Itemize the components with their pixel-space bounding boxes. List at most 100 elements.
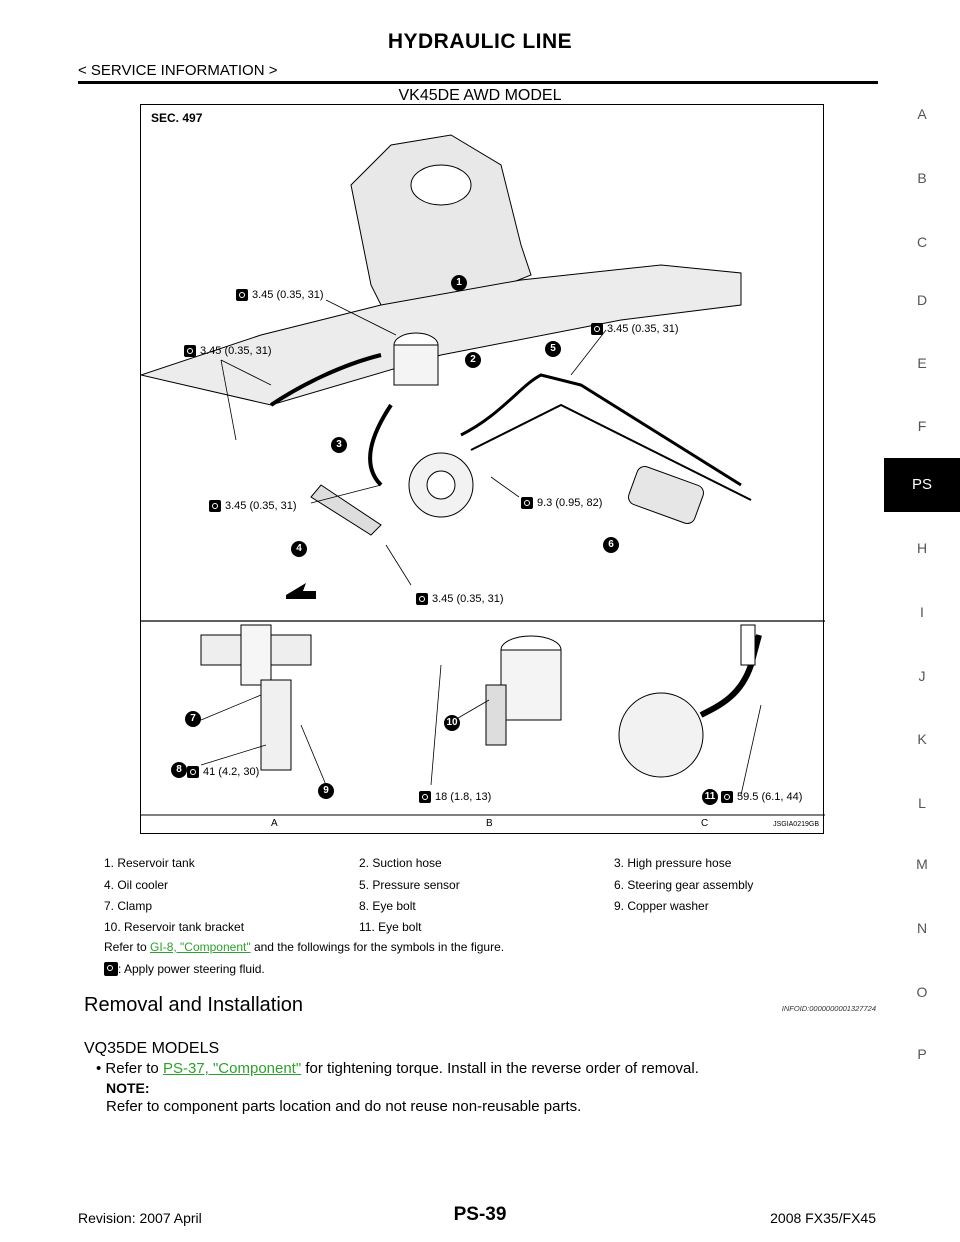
crossmember-shape — [141, 264, 742, 406]
callout-11: 11 — [702, 789, 718, 805]
side-tab-b[interactable]: B — [917, 170, 927, 186]
detail-a-clamp-shape — [240, 624, 272, 686]
legend-item: 11. Eye bolt — [359, 920, 422, 934]
reservoir-body-shape — [393, 344, 439, 386]
torque-wrench-icon — [591, 323, 603, 335]
side-tab-c[interactable]: C — [916, 234, 928, 250]
page-title: HYDRAULIC LINE — [387, 30, 573, 53]
revision-label: Revision: 2007 April — [78, 1210, 202, 1226]
legend-item: 7. Clamp — [104, 899, 153, 913]
filler-neck-shape — [410, 164, 472, 206]
torque-spec: 59.5 (6.1, 44) — [721, 791, 802, 803]
figure-code: JSGIA0219GB — [773, 821, 819, 828]
side-tab-m[interactable]: M — [916, 856, 928, 872]
legend-apply-line: : Apply power steering fluid. — [104, 962, 265, 976]
detail-label-b: B — [486, 818, 493, 829]
subsection-heading: VQ35DE MODELS — [84, 1040, 220, 1057]
detail-b-bracket-shape — [485, 684, 507, 746]
bullet-item: • Refer to PS-37, "Component" for tighte… — [96, 1060, 699, 1077]
exploded-view-figure: SEC. 497 3.45 (0.35, 31) 3.45 (0.35, 31)… — [140, 104, 825, 834]
detail-a-bolt-shape — [260, 679, 292, 771]
note-label: NOTE: — [106, 1080, 150, 1096]
leader-line — [300, 724, 327, 786]
oil-cooler-shape — [310, 484, 382, 536]
side-tab-d[interactable]: D — [916, 292, 928, 308]
detail-c-pump-shape — [618, 692, 704, 778]
torque-wrench-icon — [209, 500, 221, 512]
torque-wrench-icon — [236, 289, 248, 301]
side-tab-p[interactable]: P — [917, 1046, 927, 1062]
leader-line — [325, 299, 397, 336]
torque-spec: 3.45 (0.35, 31) — [416, 593, 504, 605]
leader-line — [385, 544, 412, 586]
callout-7: 7 — [185, 711, 201, 727]
page-number: PS-39 — [453, 1204, 507, 1225]
torque-spec: 3.45 (0.35, 31) — [184, 345, 272, 357]
figure-title: VK45DE AWD MODEL — [398, 87, 562, 104]
side-tab-o[interactable]: O — [916, 984, 928, 1000]
side-tab-h[interactable]: H — [916, 540, 928, 556]
note-text: Refer to component parts location and do… — [106, 1098, 582, 1115]
legend-item: 3. High pressure hose — [614, 856, 732, 870]
apply-fluid-icon — [104, 962, 118, 976]
info-id: INFOID:0000000001327724 — [781, 1004, 876, 1013]
torque-wrench-icon — [521, 497, 533, 509]
callout-10: 10 — [444, 715, 460, 731]
front-arrow-icon — [286, 583, 316, 599]
leader-line — [310, 484, 382, 504]
legend-item: 5. Pressure sensor — [359, 878, 460, 892]
torque-wrench-icon — [419, 791, 431, 803]
callout-2: 2 — [465, 352, 481, 368]
torque-wrench-icon — [721, 791, 733, 803]
torque-spec: 9.3 (0.95, 82) — [521, 497, 602, 509]
side-tab-j[interactable]: J — [918, 668, 926, 684]
callout-9: 9 — [318, 783, 334, 799]
leader-line — [200, 744, 267, 766]
torque-wrench-icon — [416, 593, 428, 605]
callout-6: 6 — [603, 537, 619, 553]
model-label: 2008 FX35/FX45 — [770, 1210, 876, 1226]
legend-item: 10. Reservoir tank bracket — [104, 920, 245, 934]
side-tab-a[interactable]: A — [917, 106, 927, 122]
hose-line-4 — [470, 403, 752, 501]
side-tab-e[interactable]: E — [917, 355, 927, 371]
legend-item: 6. Steering gear assembly — [614, 878, 754, 892]
leader-line — [220, 359, 237, 441]
figure-section-number: SEC. 497 — [151, 111, 203, 125]
side-tab-i[interactable]: I — [920, 604, 924, 620]
legend-item: 2. Suction hose — [359, 856, 442, 870]
torque-spec: 41 (4.2, 30) — [187, 766, 259, 778]
leader-line — [490, 476, 520, 498]
hose-line-1 — [269, 353, 382, 407]
leader-line — [570, 329, 607, 376]
leader-line — [740, 704, 762, 796]
side-tab-n[interactable]: N — [916, 920, 928, 936]
callout-4: 4 — [291, 541, 307, 557]
torque-spec: 3.45 (0.35, 31) — [236, 289, 324, 301]
callout-3: 3 — [331, 437, 347, 453]
torque-spec: 18 (1.8, 13) — [419, 791, 491, 803]
section-heading: Removal and Installation — [84, 994, 304, 1016]
leader-line — [200, 694, 262, 721]
legend-item: 1. Reservoir tank — [104, 856, 195, 870]
detail-label-a: A — [271, 818, 278, 829]
callout-1: 1 — [451, 275, 467, 291]
steering-gear-shape — [628, 465, 704, 525]
hose-line-2 — [368, 403, 393, 487]
legend-refer-line: Refer to GI-8, "Component" and the follo… — [104, 940, 505, 954]
detail-label-c: C — [701, 818, 709, 829]
figure-drawing — [141, 134, 825, 816]
leader-line — [430, 664, 442, 786]
callout-5: 5 — [545, 341, 561, 357]
legend-item: 9. Copper washer — [614, 899, 709, 913]
side-tab-l[interactable]: L — [918, 795, 926, 811]
section-label: < SERVICE INFORMATION > — [78, 62, 278, 79]
ps-37-component-link[interactable]: PS-37, "Component" — [162, 1060, 302, 1077]
gi-8-component-link[interactable]: GI-8, "Component" — [150, 940, 251, 954]
side-tab-k[interactable]: K — [917, 731, 927, 747]
torque-wrench-icon — [187, 766, 199, 778]
side-tab-ps[interactable]: PS — [884, 458, 960, 512]
side-tab-f[interactable]: F — [917, 418, 927, 434]
leader-line — [220, 359, 272, 386]
detail-c-fitting-shape — [740, 624, 756, 666]
